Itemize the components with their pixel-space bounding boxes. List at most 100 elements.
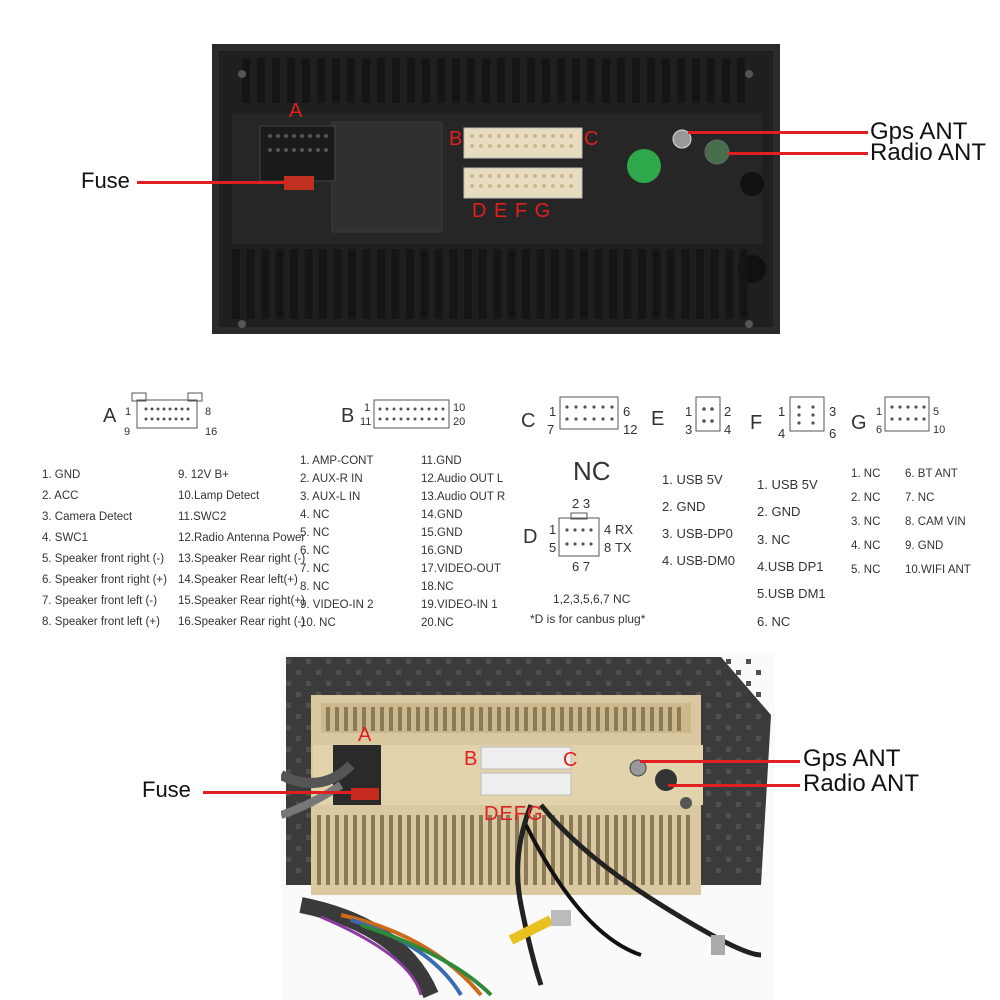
carbon-cell xyxy=(746,703,751,708)
pin-dot xyxy=(811,421,815,425)
f-pin: 6. NC xyxy=(757,614,791,629)
pin-dot xyxy=(524,184,528,188)
carbon-cell xyxy=(646,659,651,664)
vent-slot xyxy=(572,58,580,103)
carbon-cell xyxy=(716,692,721,697)
vent-slot xyxy=(602,58,610,103)
carbon-cell xyxy=(526,681,531,686)
pin-dot xyxy=(392,407,396,411)
carbon-cell xyxy=(696,692,701,697)
carbon-cell xyxy=(436,670,441,675)
bottom-unit-photo xyxy=(281,655,775,1000)
carbon-cell xyxy=(636,670,641,675)
top-unit-photo xyxy=(212,44,780,334)
carbon-cell xyxy=(466,681,471,686)
pin-dot xyxy=(399,417,403,421)
vent-slot xyxy=(434,815,438,885)
vent-slot xyxy=(623,707,627,731)
pin-dot xyxy=(276,148,280,152)
carbon-cell xyxy=(586,681,591,686)
connector-c-shape xyxy=(559,396,619,430)
pin-dot xyxy=(569,134,573,138)
vent-slot xyxy=(479,815,483,885)
connector-e-shape xyxy=(695,396,721,432)
pin-dot xyxy=(574,405,578,409)
carbon-cell xyxy=(346,681,351,686)
carbon-cell xyxy=(756,846,761,851)
bottom-label-c: C xyxy=(563,749,579,771)
vent-slot xyxy=(578,815,582,885)
b-pin: 6. NC xyxy=(300,545,330,557)
carbon-cell xyxy=(706,659,711,664)
bottom-unit-rear-panel xyxy=(281,655,775,1000)
e-pin: 3. USB-DP0 xyxy=(662,526,733,541)
vent-slot xyxy=(434,707,438,731)
bottom-label-b: B xyxy=(464,748,479,770)
vent-slot xyxy=(443,815,447,885)
carbon-cell xyxy=(746,835,751,840)
vent-slot xyxy=(677,707,681,731)
vent-slot xyxy=(605,815,609,885)
vent-slot xyxy=(377,58,385,103)
vent-slot xyxy=(347,58,355,103)
vent-slot xyxy=(461,815,465,885)
vent-slot xyxy=(464,249,472,319)
b-pin: 3. AUX-L IN xyxy=(300,491,361,503)
carbon-cell xyxy=(756,868,761,873)
a-pin: 10.Lamp Detect xyxy=(178,490,260,502)
pin-dot xyxy=(542,184,546,188)
carbon-cell xyxy=(416,670,421,675)
connector-e-letter: E xyxy=(651,408,665,430)
carbon-cell xyxy=(516,692,521,697)
a-pin: 13.Speaker Rear right (-) xyxy=(178,553,306,565)
vent-slot xyxy=(569,815,573,885)
carbon-cell xyxy=(676,670,681,675)
carbon-cell xyxy=(706,769,711,774)
connector-g-shape xyxy=(884,396,930,432)
carbon-cell xyxy=(756,780,761,785)
vent-slot xyxy=(362,249,371,319)
carbon-cell xyxy=(456,692,461,697)
b-pin: 18.NC xyxy=(421,581,454,593)
pin-dot xyxy=(427,417,431,421)
vent-slot xyxy=(551,815,555,885)
pin-dot xyxy=(186,407,190,411)
vent-slot xyxy=(416,815,420,885)
a-num-1: 1 xyxy=(125,406,132,418)
pin-dot xyxy=(515,134,519,138)
d-note: *D is for canbus plug* xyxy=(530,612,646,626)
carbon-cell xyxy=(716,736,721,741)
carbon-cell xyxy=(736,670,741,675)
g-pin: 6. BT ANT xyxy=(905,468,958,480)
vent-slot xyxy=(560,815,564,885)
vent-slot xyxy=(605,707,609,731)
vent-slot xyxy=(542,707,546,731)
carbon-cell xyxy=(476,670,481,675)
pin-dot xyxy=(610,405,614,409)
carbon-cell xyxy=(316,670,321,675)
pin-dot xyxy=(914,417,918,421)
pin-dot xyxy=(268,134,272,138)
f-pin: 3. NC xyxy=(757,532,791,547)
pin-dot xyxy=(385,417,389,421)
pin-dot xyxy=(524,144,528,148)
carbon-cell xyxy=(306,769,311,774)
g-pin: 5. NC xyxy=(851,564,881,576)
carbon-cell xyxy=(406,659,411,664)
pin-dot xyxy=(470,174,474,178)
carbon-cell xyxy=(686,681,691,686)
vent-slot xyxy=(522,249,530,319)
a-num-8: 8 xyxy=(205,406,212,418)
pin-dot xyxy=(573,542,577,546)
pin-dot xyxy=(300,134,304,138)
carbon-cell xyxy=(566,659,571,664)
vent-slot xyxy=(536,249,545,319)
bottom-radio-callout: Radio ANT xyxy=(803,770,920,797)
vent-slot xyxy=(319,249,327,319)
pin-dot xyxy=(420,417,424,421)
a-pin: 16.Speaker Rear right (-) xyxy=(178,616,306,628)
d-num-67: 6 7 xyxy=(572,559,591,574)
carbon-cell xyxy=(446,659,451,664)
carbon-cell xyxy=(746,791,751,796)
carbon-cell xyxy=(706,681,711,686)
